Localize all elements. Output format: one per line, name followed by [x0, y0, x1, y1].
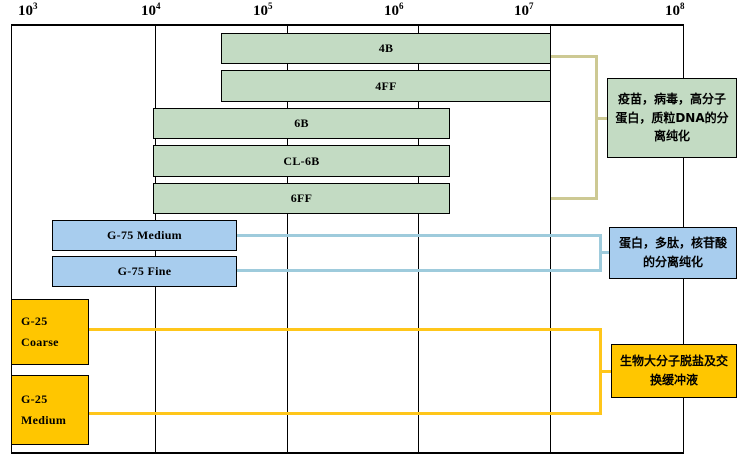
gridline-1e6	[418, 24, 419, 454]
axis-tick-base: 10	[18, 3, 33, 19]
axis-tick-label-1e6: 106	[384, 1, 404, 19]
axis-bottom-line	[11, 452, 684, 454]
bar-cl-6b[interactable]: CL-6B	[153, 145, 450, 177]
axis-tick-base: 10	[514, 3, 529, 19]
bar-label: G-75 Medium	[107, 228, 182, 242]
connector-stub-agarose-callout	[596, 117, 608, 120]
gridline-1e5	[287, 24, 288, 454]
bar-label: CL-6B	[283, 153, 320, 168]
axis-tick-exponent: 5	[268, 1, 273, 11]
callout-g25-applications: 生物大分子脱盐及交换缓冲液	[611, 344, 737, 398]
bar-4ff[interactable]: 4FF	[221, 70, 551, 102]
axis-tick-base: 10	[384, 3, 399, 19]
bar-label: 6FF	[290, 191, 313, 205]
axis-tick-label-1e5: 105	[253, 1, 273, 19]
axis-tick-exponent: 6	[399, 1, 404, 11]
axis-tick-exponent: 7	[529, 1, 534, 11]
callout-text: 蛋白，多肽，核苷酸的分离纯化	[618, 236, 727, 269]
axis-tick-label-1e4: 104	[141, 1, 161, 19]
bar-4b[interactable]: 4B	[221, 33, 551, 64]
callout-g75-applications: 蛋白，多肽，核苷酸的分离纯化	[609, 227, 737, 279]
gridline-1e7	[550, 24, 551, 454]
axis-tick-exponent: 8	[680, 1, 685, 11]
bar-label-line2: Medium	[21, 413, 67, 427]
connector-bracket-g25	[88, 328, 602, 415]
connector-stub-g25-callout	[600, 370, 612, 373]
bar-g25-medium[interactable]: G-25 Medium	[11, 375, 89, 445]
axis-tick-base: 10	[665, 3, 680, 19]
axis-tick-exponent: 4	[156, 1, 161, 11]
axis-tick-exponent: 3	[33, 1, 38, 11]
callout-text: 疫苗，病毒，高分子蛋白，质粒DNA的分离纯化	[615, 92, 729, 144]
axis-tick-label-1e7: 107	[514, 1, 534, 19]
connector-bracket-agarose	[551, 55, 598, 200]
bar-g25-coarse[interactable]: G-25 Coarse	[11, 299, 89, 365]
axis-tick-base: 10	[141, 3, 156, 19]
callout-agarose-applications: 疫苗，病毒，高分子蛋白，质粒DNA的分离纯化	[607, 78, 737, 158]
gridline-1e3	[11, 24, 12, 454]
bar-label-line1: G-25	[21, 314, 48, 328]
bar-6b[interactable]: 6B	[153, 108, 450, 139]
bar-6ff[interactable]: 6FF	[153, 183, 450, 214]
bar-label-line2: Coarse	[21, 335, 59, 349]
axis-top-line	[11, 24, 684, 26]
axis-tick-label-1e8: 108	[665, 1, 685, 19]
bar-label-line1: G-25	[21, 392, 48, 406]
connector-bracket-g75	[236, 234, 602, 272]
bar-g75-fine[interactable]: G-75 Fine	[52, 256, 237, 287]
axis-tick-label-1e3: 103	[18, 1, 38, 19]
callout-text: 生物大分子脱盐及交换缓冲液	[619, 354, 728, 387]
axis-tick-base: 10	[253, 3, 268, 19]
bar-label: G-75 Fine	[117, 264, 172, 278]
bar-label: 4FF	[375, 78, 397, 93]
connector-stub-g75-callout	[600, 251, 610, 254]
bar-label: 4B	[378, 41, 394, 55]
bar-label: 6B	[294, 116, 309, 130]
bar-g75-medium[interactable]: G-75 Medium	[52, 220, 237, 251]
